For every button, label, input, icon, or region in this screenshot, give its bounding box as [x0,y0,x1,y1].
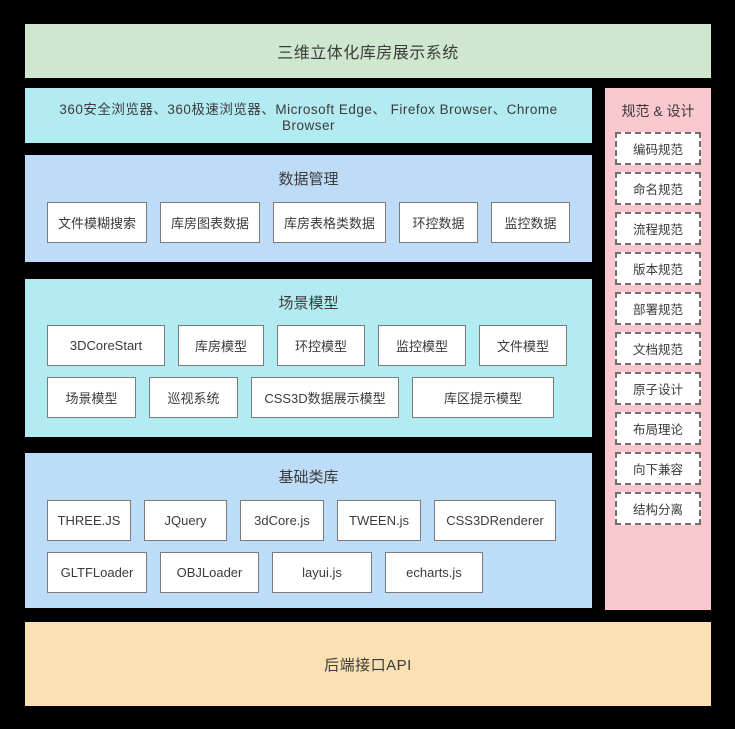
node-environment-control-data[interactable]: 环控数据 [399,202,479,243]
browser-support-text: 360安全浏览器、360极速浏览器、Microsoft Edge、 Firefo… [59,102,558,133]
layer-data-management: 数据管理 文件模糊搜索 库房图表数据 库房表格类数据 环控数据 监控数据 [25,155,592,262]
node-jquery[interactable]: JQuery [144,500,227,541]
standard-item-documentation[interactable]: 文档规范 [615,332,701,365]
node-monitoring-data[interactable]: 监控数据 [491,202,570,243]
layer-base-library: 基础类库 THREE.JS JQuery 3dCore.js TWEEN.js … [25,453,592,608]
node-warehouse-table-data[interactable]: 库房表格类数据 [273,202,387,243]
standard-item-naming[interactable]: 命名规范 [615,172,701,205]
node-echarts-js[interactable]: echarts.js [385,552,483,593]
system-title-band: 三维立体化库房展示系统 [25,24,711,78]
node-objloader[interactable]: OBJLoader [160,552,259,593]
layer-heading-base-library: 基础类库 [278,469,339,486]
node-zone-hint-model[interactable]: 库区提示模型 [412,377,554,418]
standards-and-design-panel: 规范 & 设计 编码规范 命名规范 流程规范 版本规范 部署规范 文档规范 原子… [605,88,711,610]
standard-item-atomic-design[interactable]: 原子设计 [615,372,701,405]
node-scene-model[interactable]: 场景模型 [47,377,136,418]
standard-item-coding[interactable]: 编码规范 [615,132,701,165]
browser-support-band: 360安全浏览器、360极速浏览器、Microsoft Edge、 Firefo… [25,88,592,143]
node-row: 文件模糊搜索 库房图表数据 库房表格类数据 环控数据 监控数据 [25,202,592,243]
layer-backend-api: 后端接口API [25,622,711,706]
node-row: 3DCoreStart 库房模型 环控模型 监控模型 文件模型 [25,325,592,366]
layer-heading-data-management: 数据管理 [278,171,339,188]
node-three-js[interactable]: THREE.JS [47,500,131,541]
standards-panel-title: 规范 & 设计 [621,103,695,119]
node-3dcorestart[interactable]: 3DCoreStart [47,325,165,366]
standard-item-process[interactable]: 流程规范 [615,212,701,245]
node-file-fuzzy-search[interactable]: 文件模糊搜索 [47,202,148,243]
node-patrol-system[interactable]: 巡视系统 [149,377,238,418]
standards-list: 编码规范 命名规范 流程规范 版本规范 部署规范 文档规范 原子设计 布局理论 … [605,121,711,525]
node-monitoring-model[interactable]: 监控模型 [378,325,466,366]
backend-api-title: 后端接口API [324,656,412,674]
node-row: 场景模型 巡视系统 CSS3D数据展示模型 库区提示模型 [25,377,592,418]
node-row: GLTFLoader OBJLoader layui.js echarts.js [25,552,592,593]
standard-item-version[interactable]: 版本规范 [615,252,701,285]
node-layui-js[interactable]: layui.js [272,552,372,593]
node-file-model[interactable]: 文件模型 [479,325,567,366]
node-3dcore-js[interactable]: 3dCore.js [240,500,324,541]
node-gltfloader[interactable]: GLTFLoader [47,552,147,593]
node-tween-js[interactable]: TWEEN.js [337,500,421,541]
node-css3drenderer[interactable]: CSS3DRenderer [434,500,556,541]
node-warehouse-model[interactable]: 库房模型 [178,325,264,366]
node-css3d-data-display-model[interactable]: CSS3D数据展示模型 [251,377,399,418]
standard-item-backward-compatibility[interactable]: 向下兼容 [615,452,701,485]
standard-item-structure-separation[interactable]: 结构分离 [615,492,701,525]
node-warehouse-chart-data[interactable]: 库房图表数据 [160,202,261,243]
node-row: THREE.JS JQuery 3dCore.js TWEEN.js CSS3D… [25,500,592,541]
layer-heading-scene-model: 场景模型 [278,295,339,312]
standard-item-layout-theory[interactable]: 布局理论 [615,412,701,445]
node-environment-control-model[interactable]: 环控模型 [277,325,365,366]
standard-item-deployment[interactable]: 部署规范 [615,292,701,325]
system-title: 三维立体化库房展示系统 [277,45,459,62]
layer-scene-model: 场景模型 3DCoreStart 库房模型 环控模型 监控模型 文件模型 场景模… [25,279,592,437]
